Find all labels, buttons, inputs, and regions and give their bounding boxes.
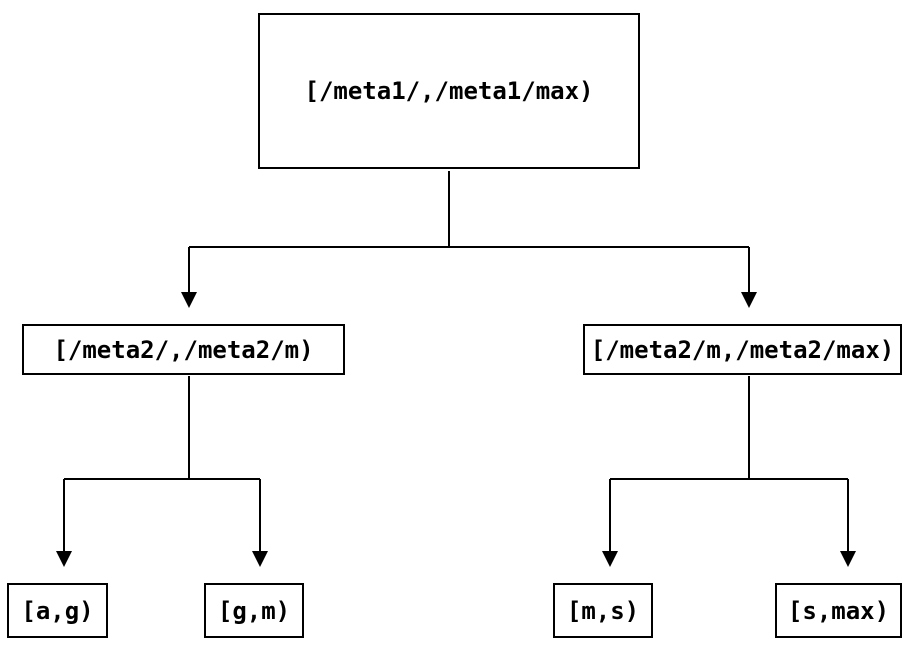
edge-root-to-right-mid [741, 247, 757, 308]
arrowhead-down-icon [56, 551, 72, 567]
node-leaf-ms: [m,s) [553, 583, 653, 638]
edge-root-trunk [189, 171, 749, 248]
node-leaf-smax: [s,max) [775, 583, 902, 638]
node-left-mid: [/meta2/,/meta2/m) [22, 324, 345, 375]
edge-right-mid-to-leaf-smax [840, 479, 856, 567]
node-leaf-gm: [g,m) [204, 583, 304, 638]
edge-right-mid-trunk [610, 376, 848, 480]
edge-right-mid-to-leaf-ms [602, 479, 618, 567]
edge-left-mid-to-leaf-ag [56, 479, 72, 567]
arrowhead-down-icon [602, 551, 618, 567]
edge-left-mid-to-leaf-gm [252, 479, 268, 567]
edge-left-mid-trunk [64, 376, 260, 480]
arrowhead-down-icon [840, 551, 856, 567]
node-root: [/meta1/,/meta1/max) [258, 13, 640, 169]
arrowhead-down-icon [252, 551, 268, 567]
edge-root-to-left-mid [181, 247, 197, 308]
node-leaf-ag: [a,g) [7, 583, 108, 638]
arrowhead-down-icon [181, 292, 197, 308]
node-right-mid: [/meta2/m,/meta2/max) [583, 324, 902, 375]
arrowhead-down-icon [741, 292, 757, 308]
